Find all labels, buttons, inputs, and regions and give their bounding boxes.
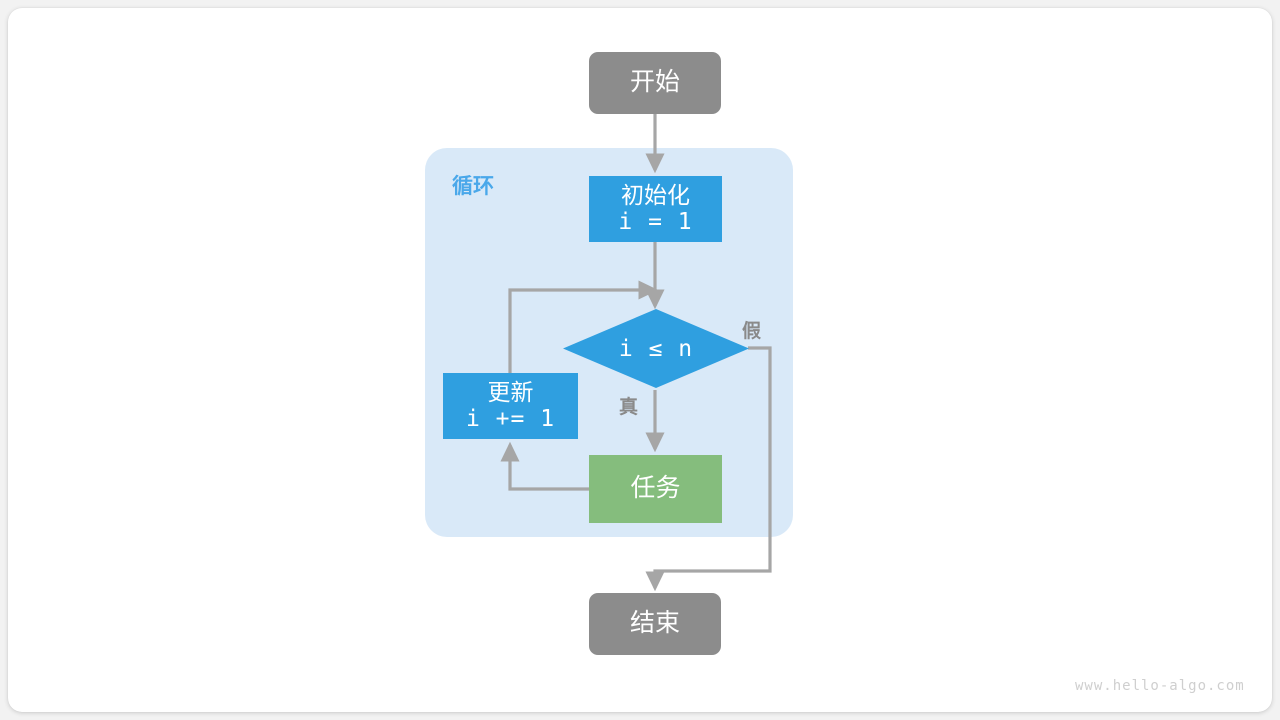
edge-update-to-condition bbox=[508, 280, 659, 373]
edge-condition-false-to-end bbox=[645, 346, 772, 592]
edge-label-false: 假 bbox=[742, 321, 762, 342]
node-update-code: i += 1 bbox=[465, 406, 556, 432]
node-init[interactable]: 初始化 i = 1 bbox=[589, 176, 722, 242]
node-start[interactable]: 开始 bbox=[589, 52, 721, 114]
node-end-label: 结束 bbox=[629, 609, 680, 638]
watermark: www.hello-algo.com bbox=[1075, 678, 1245, 694]
node-update[interactable]: 更新 i += 1 bbox=[443, 373, 578, 439]
node-start-label: 开始 bbox=[629, 68, 680, 97]
node-task[interactable]: 任务 bbox=[589, 455, 722, 523]
edge-label-true: 真 bbox=[619, 397, 639, 418]
node-condition-label: i ≤ n bbox=[618, 335, 694, 362]
edge-task-to-update bbox=[500, 441, 589, 491]
loop-region-label: 循环 bbox=[452, 175, 494, 198]
node-init-label: 初始化 bbox=[621, 181, 690, 208]
node-condition[interactable]: i ≤ n bbox=[563, 309, 749, 388]
node-init-code: i = 1 bbox=[618, 209, 693, 235]
node-update-label: 更新 bbox=[487, 378, 534, 405]
diamond-shape bbox=[563, 309, 749, 388]
node-task-label: 任务 bbox=[630, 474, 681, 503]
node-end[interactable]: 结束 bbox=[589, 593, 721, 655]
